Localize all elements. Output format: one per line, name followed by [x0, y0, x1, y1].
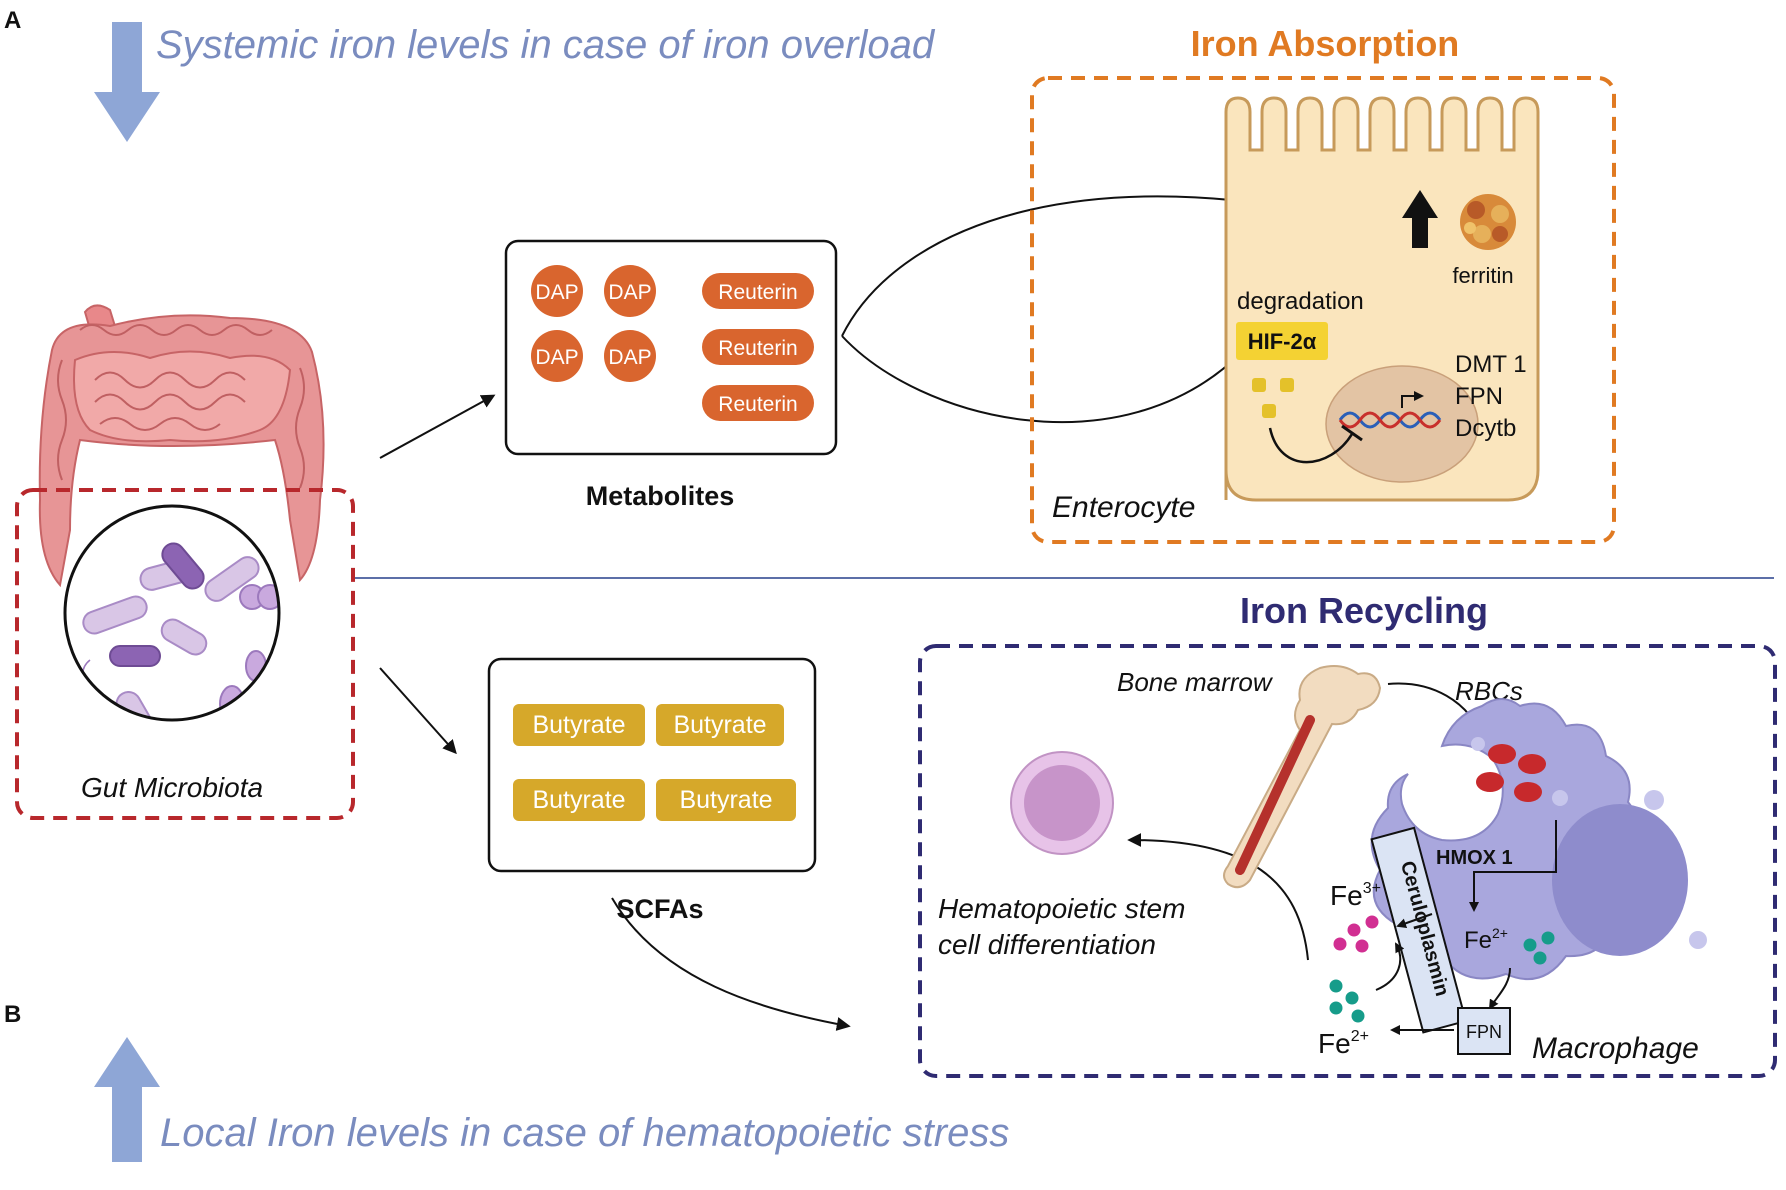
- butyrate-label: Butyrate: [532, 711, 625, 739]
- panel-label-a: A: [4, 7, 21, 34]
- dna-helix-icon: [1338, 391, 1442, 429]
- reuterin-label: Reuterin: [718, 393, 797, 416]
- dap-group: DAP DAP DAP DAP: [531, 265, 656, 382]
- hsc-label-line2: cell differentiation: [938, 929, 1156, 960]
- inhibition-bar: [1341, 424, 1363, 442]
- panel-label-b: B: [4, 1001, 21, 1028]
- hif-badge: [1236, 322, 1328, 360]
- macrophage-cell: [1370, 698, 1707, 981]
- up-arrow-icon: [94, 1037, 160, 1162]
- arrow-to-stem-cell: [1127, 833, 1309, 961]
- fe3-label: Fe3+: [1330, 880, 1381, 911]
- butyrate-label: Butyrate: [673, 711, 766, 739]
- dap-label: DAP: [535, 281, 578, 304]
- iron-absorption-title: Iron Absorption: [1191, 23, 1460, 64]
- arrow-gut-to-metabolites: [379, 394, 496, 459]
- down-arrow-icon: [94, 22, 160, 142]
- hmox-path: [1469, 820, 1557, 912]
- gene-fpn: FPN: [1455, 383, 1503, 410]
- macrophage-label: Macrophage: [1532, 1032, 1699, 1065]
- ferritin-icon: [1460, 194, 1516, 250]
- arrow-to-fe3: [1396, 913, 1433, 929]
- gene-dcytb: Dcytb: [1455, 415, 1516, 442]
- gene-dmt1: DMT 1: [1455, 351, 1527, 378]
- gut-microbiota-box: [15, 488, 355, 820]
- arrow-metabolites-to-hif: [841, 335, 1243, 424]
- bottom-note: Local Iron levels in case of hematopoiet…: [160, 1111, 1009, 1155]
- arrow-fe2-to-ceruloplasmin: [1375, 942, 1405, 991]
- arrow-scfas-to-recycling: [611, 897, 851, 1031]
- hif-label: HIF-2α: [1248, 329, 1317, 354]
- fe2-inner-label: Fe2+: [1464, 925, 1508, 954]
- arrow-fe2-to-fpn: [1488, 967, 1511, 1010]
- butyrate-group: Butyrate Butyrate Butyrate Butyrate: [513, 704, 796, 821]
- hmox1-label: HMOX 1: [1436, 847, 1513, 869]
- reuterin-label: Reuterin: [718, 281, 797, 304]
- degradation-label: degradation: [1237, 288, 1364, 315]
- metabolites-caption: Metabolites: [586, 481, 735, 511]
- enterocyte-label: Enterocyte: [1052, 491, 1195, 524]
- hsc-label-line1: Hematopoietic stem: [938, 893, 1185, 924]
- dap-label: DAP: [608, 281, 651, 304]
- hif-dots: [1252, 378, 1294, 418]
- bacteria-magnifier: [63, 504, 281, 722]
- reuterin-group: Reuterin Reuterin Reuterin: [702, 273, 814, 421]
- scfas-box: [487, 657, 817, 873]
- fpn-label: FPN: [1466, 1022, 1502, 1042]
- bone-icon: [1223, 665, 1382, 889]
- butyrate-label: Butyrate: [532, 786, 625, 814]
- iron-recycling-box: [918, 644, 1777, 1078]
- dap-label: DAP: [608, 346, 651, 369]
- arrow-gut-to-scfas: [379, 667, 457, 755]
- inhibition-arrow: [1268, 427, 1354, 464]
- rbc-icons: [1476, 744, 1546, 802]
- ferritin-label: ferritin: [1452, 263, 1513, 288]
- increase-arrow-icon: [1402, 190, 1438, 248]
- butyrate-label: Butyrate: [679, 786, 772, 814]
- fe3-dots: [1333, 915, 1379, 953]
- iron-recycling-title: Iron Recycling: [1240, 590, 1488, 631]
- fpn-box: [1457, 1007, 1511, 1055]
- fe2-outer-dots: [1329, 979, 1365, 1023]
- fe2-inner-dots: [1523, 931, 1555, 965]
- dap-label: DAP: [535, 346, 578, 369]
- gut-microbiota-label: Gut Microbiota: [81, 772, 263, 803]
- iron-absorption-box: [1030, 76, 1616, 544]
- intestine-illustration: [38, 304, 325, 588]
- top-note: Systemic iron levels in case of iron ove…: [156, 23, 936, 67]
- fe2-outer-label: Fe2+: [1318, 1028, 1369, 1059]
- reuterin-label: Reuterin: [718, 337, 797, 360]
- bone-marrow-label: Bone marrow: [1117, 667, 1274, 697]
- scfas-caption: SCFAs: [616, 894, 703, 924]
- stem-cell-icon: [1010, 751, 1114, 855]
